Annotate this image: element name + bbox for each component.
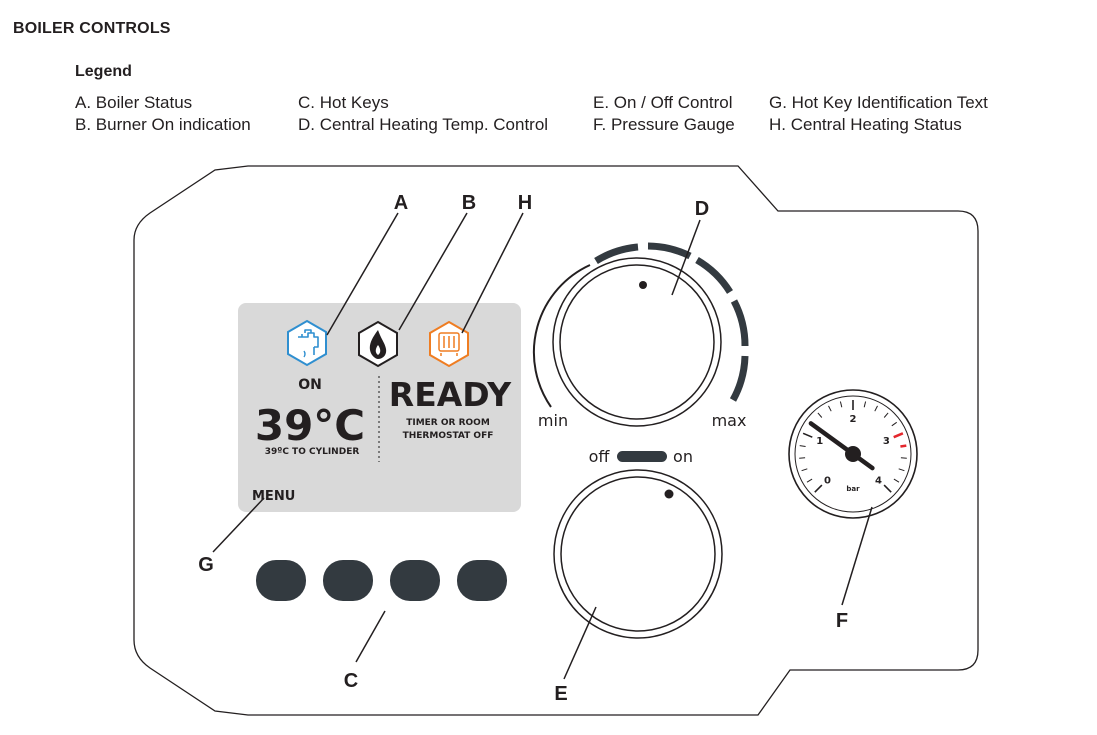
callout-line-a (326, 212, 399, 336)
ready-status-text: READY (389, 375, 512, 414)
callout-h: H (518, 192, 532, 214)
hot-key-2[interactable] (323, 560, 373, 601)
gauge-tick (801, 468, 808, 472)
legend-item-h: H. Central Heating Status (769, 115, 962, 134)
pressure-gauge-needle (808, 421, 875, 471)
legend-item-a: A. Boiler Status (75, 93, 193, 112)
legend-item-f: F. Pressure Gauge (593, 115, 735, 134)
dial-scale-segment (729, 355, 749, 402)
legend-item-b: B. Burner On indication (75, 115, 251, 134)
gauge-tick (883, 412, 889, 418)
gauge-tick (898, 468, 905, 472)
temperature-dial-knob[interactable] (559, 264, 715, 420)
hot-key-3[interactable] (390, 560, 440, 601)
hot-key-4[interactable] (457, 560, 507, 601)
legend-item-g: G. Hot Key Identification Text (769, 93, 988, 112)
gauge-tick (799, 445, 806, 447)
off-label: off (589, 447, 611, 466)
gauge-number: 2 (850, 414, 857, 425)
gauge-tick (900, 444, 907, 448)
dial-scale-segment (730, 299, 749, 347)
callout-f: F (836, 610, 848, 632)
callout-line-d (671, 219, 701, 296)
callout-a: A (394, 192, 408, 214)
hot-water-tap-icon (287, 319, 327, 367)
callout-g: G (198, 554, 214, 576)
gauge-tick (883, 484, 892, 493)
legend-heading: Legend (75, 63, 132, 80)
dial-scale-segment (647, 242, 692, 260)
callout-c: C (344, 670, 358, 692)
gauge-tick (814, 484, 823, 493)
on-label: on (673, 447, 693, 466)
callout-line-g (212, 497, 265, 553)
dial-max-label: max (712, 411, 747, 430)
gauge-number: 3 (883, 436, 890, 447)
dial-scale-segment (594, 243, 639, 265)
gauge-number: 4 (875, 476, 882, 487)
gauge-tick (806, 478, 813, 483)
callout-e: E (554, 683, 567, 705)
gauge-tick (893, 478, 900, 483)
gauge-tick (863, 401, 867, 408)
callout-line-c (355, 610, 386, 663)
pressure-gauge-hub (845, 446, 861, 462)
gauge-number: 1 (816, 436, 823, 447)
pressure-gauge: 0 1 2 3 4 bar (788, 389, 918, 519)
dial-min-label: min (538, 411, 568, 430)
radiator-icon (429, 320, 469, 368)
callout-b: B (462, 192, 476, 214)
pressure-gauge-unit: bar (846, 485, 860, 493)
dial-scale-segment (695, 256, 733, 294)
temperature-dial[interactable] (532, 242, 749, 427)
gauge-tick (802, 432, 813, 438)
hot-key-1[interactable] (256, 560, 306, 601)
on-off-dial-indicator (664, 489, 674, 499)
on-off-slot (617, 451, 667, 462)
on-off-dial[interactable] (553, 469, 723, 639)
boiler-status-text: ON (298, 377, 322, 393)
callout-line-e (563, 606, 597, 680)
callout-line-b (398, 212, 468, 331)
pressure-gauge-numbers: 0 1 2 3 4 (816, 414, 890, 487)
callout-d: D (695, 198, 709, 220)
gauge-tick (817, 412, 823, 418)
callout-line-f (841, 506, 873, 606)
dial-scale-thin (532, 264, 591, 408)
ready-note-line1: TIMER OR ROOM (406, 418, 490, 428)
menu-label: MENU (252, 489, 295, 504)
on-off-dial-knob[interactable] (560, 476, 716, 632)
panel-outline (133, 165, 979, 716)
legend-item-c: C. Hot Keys (298, 93, 389, 112)
temperature-note: 39ºC TO CYLINDER (265, 447, 360, 457)
gauge-tick (891, 421, 897, 427)
callout-line-h (461, 212, 524, 334)
gauge-tick (893, 432, 904, 439)
flame-icon (358, 320, 398, 368)
temperature-dial-indicator (639, 281, 647, 289)
temperature-readout: 39°C (255, 401, 365, 450)
gauge-tick (874, 405, 878, 412)
legend-item-e: E. On / Off Control (593, 93, 733, 112)
page-title: BOILER CONTROLS (13, 20, 171, 37)
ready-note-line2: THERMOSTAT OFF (403, 431, 494, 441)
gauge-tick (828, 405, 832, 412)
gauge-number: 0 (824, 476, 831, 487)
gauge-tick (839, 401, 843, 408)
legend-item-d: D. Central Heating Temp. Control (298, 115, 549, 134)
